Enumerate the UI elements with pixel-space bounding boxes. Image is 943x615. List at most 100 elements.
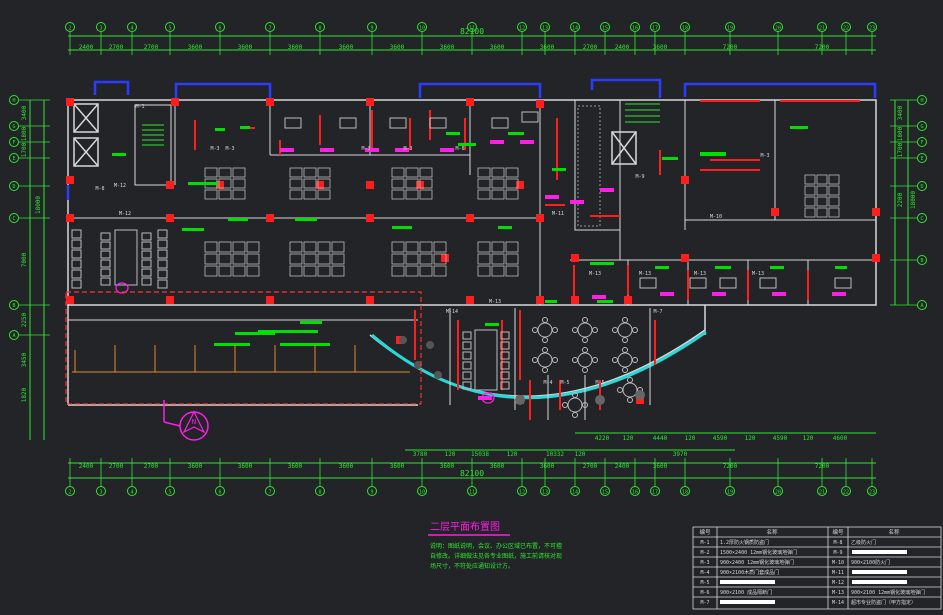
grid-label-left: E (12, 156, 15, 162)
workstation (505, 265, 519, 277)
column (536, 296, 544, 304)
chair (157, 229, 168, 239)
chair (572, 392, 578, 398)
grid-label-top: 14 (572, 26, 578, 32)
hatched-core (577, 105, 601, 227)
door-tag: M-7 (653, 309, 662, 315)
workstation (828, 207, 840, 218)
workstation (477, 178, 491, 189)
chair (542, 317, 548, 323)
column (536, 100, 544, 108)
grid-label-bottom: 22 (843, 490, 849, 496)
legend-code: M-12 (832, 580, 844, 586)
bottom-segment-dimension: 3600 (490, 463, 505, 470)
door-tag: M-3 (403, 146, 412, 152)
plant (515, 395, 525, 405)
chair (462, 371, 472, 380)
office-desk (759, 277, 777, 289)
workstation (218, 167, 232, 178)
magenta-fixture (660, 292, 674, 296)
column (366, 181, 374, 189)
workstation (433, 241, 447, 253)
green-tag (655, 266, 669, 269)
plant (426, 341, 434, 349)
green-tag (300, 321, 322, 324)
lower-mid-dimension: 120 (575, 451, 586, 458)
workstation (405, 241, 419, 253)
door-tag: M-3 (225, 146, 234, 152)
chair (157, 239, 168, 249)
workstation (317, 265, 331, 277)
workstation (317, 167, 331, 178)
grid-bubble-left (9, 300, 19, 310)
grid-bubble-right (917, 213, 927, 223)
grid-bubble-left (9, 213, 19, 223)
column (872, 254, 880, 262)
legend-name: 900×2100防火门 (851, 559, 890, 566)
workstation (204, 189, 218, 200)
workstation (391, 167, 405, 178)
chair (632, 327, 638, 333)
green-tag (240, 126, 250, 129)
workstation (317, 253, 331, 265)
left-segment-dimension: 1820 (21, 387, 28, 402)
top-segment-dimension: 3600 (339, 44, 354, 51)
workstation (204, 265, 218, 277)
workstation (317, 189, 331, 200)
top-segment-dimension: 3600 (188, 44, 203, 51)
office-desk (284, 117, 302, 129)
grid-label-top: 7 (268, 26, 271, 32)
grid-label-left: F (12, 140, 15, 146)
workstation (331, 253, 345, 265)
grid-label-top: 23 (869, 26, 875, 32)
workstation (477, 241, 491, 253)
grid-label-bottom: 16 (632, 490, 638, 496)
lower-right-dimension: 4590 (773, 435, 788, 442)
chair (612, 357, 618, 363)
column (536, 214, 544, 222)
north-arrow: N (163, 400, 209, 441)
workstation (419, 241, 433, 253)
door-tag: M-13 (489, 299, 501, 305)
chair (627, 397, 633, 403)
workstation (289, 241, 303, 253)
chair (500, 351, 510, 360)
chair (592, 357, 598, 363)
grid-bubble-top (773, 22, 783, 32)
workstation (317, 241, 331, 253)
grid-label-left: G (12, 124, 15, 130)
grid-bubble-bottom (725, 486, 735, 496)
top-segment-dimension: 2700 (583, 44, 598, 51)
green-annotation-blocks (112, 126, 847, 346)
workstation (303, 178, 317, 189)
grid-label-bottom: 7 (268, 490, 271, 496)
chair (500, 381, 510, 390)
chair (582, 317, 588, 323)
workstation (218, 253, 232, 265)
lower-left-orange-track (72, 345, 410, 373)
grid-label-top: 10 (419, 26, 425, 32)
lower-right-dimension: 120 (623, 435, 634, 442)
right-dimension-chain (894, 100, 909, 305)
grid-label-top: 18 (682, 26, 688, 32)
column (681, 254, 689, 262)
workstation (204, 253, 218, 265)
workstation (405, 178, 419, 189)
office-desk (689, 277, 707, 289)
workstation (218, 265, 232, 277)
grid-label-right: H (920, 98, 923, 104)
top-segment-dimension: 3600 (288, 44, 303, 51)
green-tag (597, 300, 613, 303)
notes-line: 场尺寸，不符处应通知设计方。 (430, 562, 514, 570)
grid-label-right: E (920, 156, 923, 162)
workstation (419, 265, 433, 277)
chair (617, 387, 623, 393)
grid-bubble-bottom (96, 486, 106, 496)
chair (157, 279, 168, 289)
grid-label-top: 22 (843, 26, 849, 32)
grid-bubble-bottom (867, 486, 877, 496)
workstation (419, 178, 433, 189)
workstation (419, 189, 433, 200)
blue-door-frames (66, 78, 877, 200)
